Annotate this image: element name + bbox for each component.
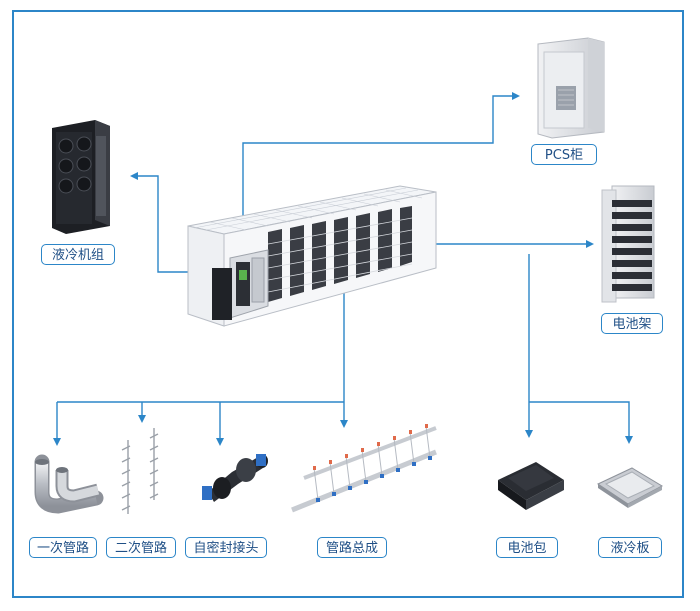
primary-pipe-illustration (34, 454, 104, 514)
arrow-to-pcs-cabinet (242, 92, 520, 258)
label-primary-pipe: 一次管路 (29, 537, 97, 558)
label-secondary-pipe: 二次管路 (106, 537, 176, 558)
label-cold-plate: 液冷板 (598, 537, 662, 558)
container-illustration (187, 185, 437, 327)
arrow-to-cold-plate (529, 401, 633, 444)
label-battery-pack: 电池包 (496, 537, 558, 558)
cold-plate-illustration (596, 467, 664, 508)
battery-pack-illustration (498, 462, 564, 510)
self-sealing-connector-illustration (202, 454, 268, 502)
liquid-cooling-unit-illustration (52, 120, 110, 234)
connector-lines (53, 92, 633, 446)
label-pipe-assembly: 管路总成 (317, 537, 387, 558)
diagram-frame (12, 10, 684, 598)
pipe-assembly-illustration (291, 424, 437, 513)
label-liquid-cooling-unit: 液冷机组 (41, 244, 115, 265)
battery-rack-illustration (601, 185, 655, 303)
label-self-sealing-connector: 自密封接头 (185, 537, 267, 558)
secondary-pipe-illustration (121, 428, 159, 514)
label-pcs-cabinet: PCS柜 (531, 144, 597, 165)
pcs-cabinet-illustration (537, 37, 605, 139)
label-battery-rack: 电池架 (601, 313, 663, 334)
